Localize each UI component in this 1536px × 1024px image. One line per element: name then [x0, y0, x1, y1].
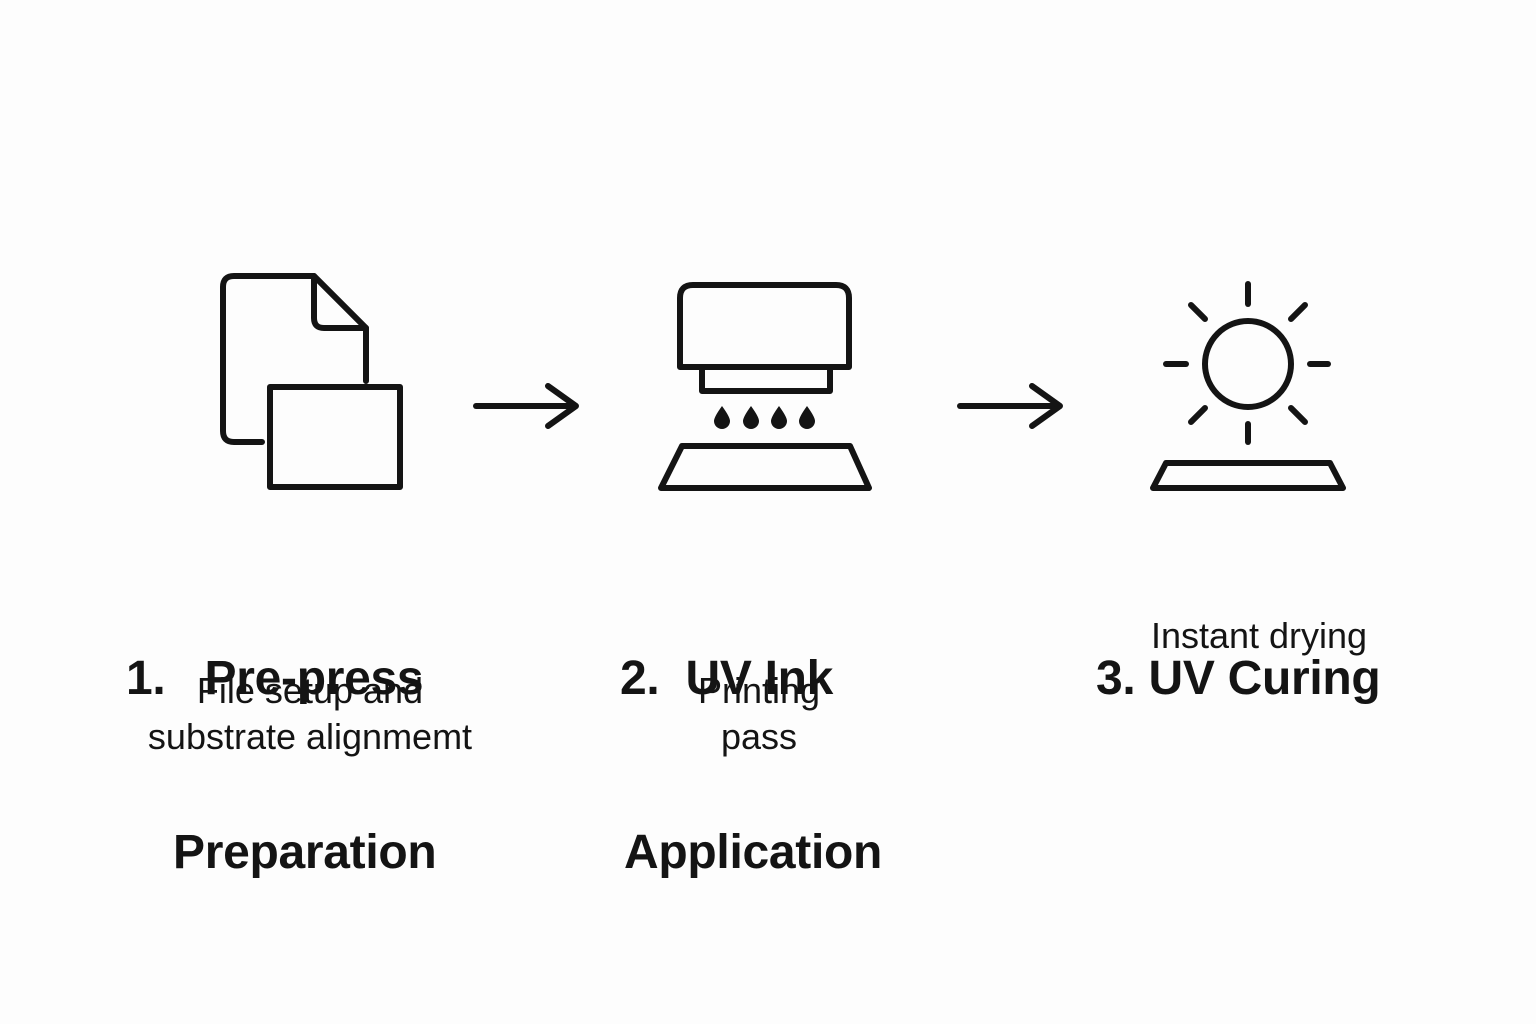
- step-3-title: 3. UV Curing: [1096, 534, 1456, 824]
- step-1-description-line-2: substrate alignmemt: [147, 716, 473, 757]
- step-2-title: 2. UV Ink Application: [620, 534, 940, 998]
- step-2-description-line-1: Printing: [697, 670, 821, 711]
- step-2-description: Printing pass: [609, 668, 909, 760]
- step-1-title-line-1: 1. Pre-press: [126, 652, 424, 705]
- step-1-title: 1. Pre-press Preparation: [126, 534, 486, 998]
- step-3-title-line-1: 3. UV Curing: [1096, 652, 1381, 705]
- step-1-description: File setup and substrate alignmemt: [100, 668, 520, 760]
- step-2-title-line-2: Application: [624, 826, 883, 879]
- step-1-title-line-2: Preparation: [173, 826, 437, 879]
- step-3-description: Instant drying: [1109, 613, 1409, 659]
- ink-drops: [714, 406, 815, 429]
- step-1-description-line-1: File setup and: [196, 670, 424, 711]
- step-2-description-line-2: pass: [720, 716, 798, 757]
- step-2-title-line-1: 2. UV Ink: [620, 652, 834, 705]
- step-3-description-line-1: Instant drying: [1150, 615, 1368, 656]
